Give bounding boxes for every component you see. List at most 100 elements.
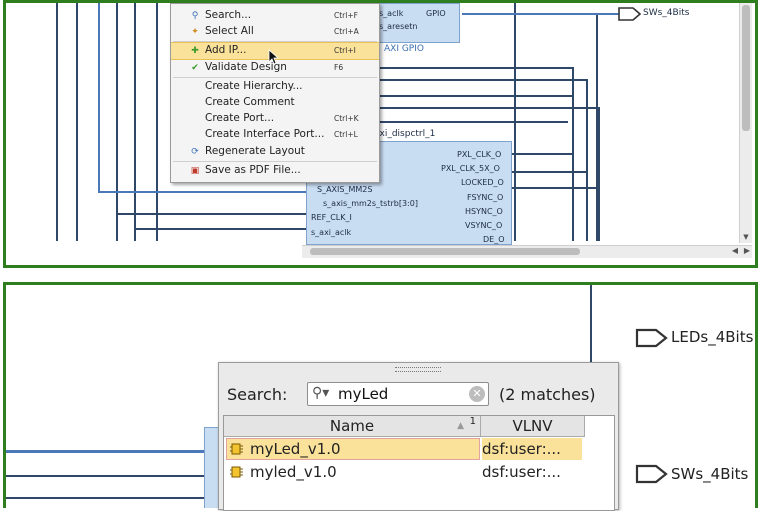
ip-name: myled_v1.0: [250, 463, 337, 481]
match-count: (2 matches): [499, 385, 596, 404]
wire: [116, 213, 306, 215]
wire: [572, 67, 574, 241]
menu-item-create-hierarchy[interactable]: Create Hierarchy...: [205, 80, 303, 92]
wire: [596, 15, 598, 241]
port-sws-label-bottom: SWs_4Bits: [671, 465, 749, 483]
wire: [378, 67, 574, 69]
column-header-name[interactable]: Name ▲ 1: [224, 416, 481, 437]
wire: [378, 79, 588, 81]
pin-hsync: HSYNC_O: [465, 207, 503, 216]
search-field[interactable]: ⚲▾ ✕: [307, 382, 489, 406]
ip-core-icon: [230, 466, 243, 478]
pin-tstrb: s_axis_mm2s_tstrb[3:0]: [323, 199, 418, 208]
search-icon: ⚲: [191, 11, 199, 21]
search-input[interactable]: [338, 384, 468, 404]
column-header-vlnv[interactable]: VLNV: [481, 416, 585, 437]
port-leds-label: LEDs_4Bits: [671, 328, 754, 346]
wire: [6, 497, 204, 499]
wire: [98, 3, 100, 193]
block-design-canvas-top[interactable]: s_aclk s_aresetn GPIO AXI GPIO SWs_4Bits…: [3, 0, 758, 268]
menu-separator: [173, 77, 377, 78]
table-row[interactable]: myLed_v1.0 dsf:user:...: [224, 438, 614, 460]
wire: [510, 153, 572, 155]
port-arrow-icon[interactable]: [618, 6, 642, 22]
wire: [134, 3, 136, 241]
menu-item-search[interactable]: ⚲ Search... Ctrl+F: [191, 9, 358, 21]
scrollbar-thumb[interactable]: [742, 5, 750, 131]
search-icon[interactable]: ⚲▾: [312, 385, 330, 401]
horizontal-scrollbar[interactable]: ◀ ▶: [302, 245, 752, 258]
search-label: Search:: [227, 385, 288, 404]
context-menu: ⚲ Search... Ctrl+F ✦ Select All Ctrl+A ✚…: [170, 3, 380, 183]
ip-vlnv: dsf:user:...: [482, 463, 561, 481]
clear-icon[interactable]: ✕: [469, 386, 485, 402]
wire: [586, 79, 588, 241]
wire: [98, 191, 308, 193]
menu-separator: [173, 161, 377, 162]
scroll-down-icon[interactable]: ▼: [743, 233, 749, 241]
select-all-icon: ✦: [191, 27, 199, 37]
dispctrl-name: axi_dispctrl_1: [374, 129, 436, 139]
wire: [378, 95, 574, 97]
wire: [510, 187, 598, 189]
wire: [6, 450, 204, 453]
pin-pxl-clk: PXL_CLK_O: [457, 150, 502, 159]
menu-separator: [173, 41, 377, 42]
pin-fsync: FSYNC_O: [467, 193, 504, 202]
axi-gpio-block[interactable]: s_aclk s_aresetn GPIO: [372, 3, 460, 43]
sort-order-badge: 1: [469, 416, 476, 427]
drag-handle[interactable]: [395, 367, 441, 372]
scrollbar-thumb[interactable]: [310, 248, 580, 255]
pin-pxl-clk-5x: PXL_CLK_5X_O: [441, 164, 500, 173]
mouse-cursor-icon: [268, 49, 280, 65]
pin-ref-clk: REF_CLK_I: [311, 213, 352, 222]
menu-item-validate-design[interactable]: ✔ Validate Design F6: [191, 61, 344, 73]
pin-gpio: GPIO: [426, 9, 446, 18]
wire: [598, 107, 600, 241]
ip-vlnv: dsf:user:...: [482, 440, 561, 458]
wire: [462, 13, 622, 15]
validate-icon: ✔: [191, 63, 199, 73]
wire: [134, 228, 306, 230]
wire: [590, 285, 592, 365]
port-sws-label: SWs_4Bits: [643, 8, 690, 18]
pin-s-aclk: s_aclk: [379, 9, 404, 18]
menu-item-create-comment[interactable]: Create Comment: [205, 96, 295, 108]
menu-item-add-ip[interactable]: ✚ Add IP... Ctrl+I: [171, 42, 379, 60]
selection-highlight: [226, 438, 480, 460]
pin-locked: LOCKED_O: [461, 178, 504, 187]
regenerate-icon: ⟳: [191, 147, 199, 157]
wire: [56, 3, 58, 241]
menu-item-regenerate-layout[interactable]: ⟳ Regenerate Layout: [191, 145, 305, 157]
pin-s-axi-aclk: s_axi_aclk: [311, 228, 352, 237]
pin-s-aresetn: s_aresetn: [379, 22, 418, 31]
sort-ascending-icon[interactable]: ▲: [457, 421, 464, 431]
port-arrow-icon[interactable]: [635, 463, 669, 485]
wire: [6, 475, 204, 477]
menu-item-create-port[interactable]: Create Port... Ctrl+K: [205, 112, 359, 124]
menu-item-select-all[interactable]: ✦ Select All Ctrl+A: [191, 25, 359, 37]
ip-name: myLed_v1.0: [250, 440, 341, 458]
menu-item-create-interface-port[interactable]: Create Interface Port... Ctrl+L: [205, 128, 358, 140]
vertical-scrollbar[interactable]: ▼: [739, 3, 752, 243]
pin-vsync: VSYNC_O: [465, 221, 503, 230]
scroll-right-icon[interactable]: ▶: [743, 246, 750, 255]
menu-item-save-pdf[interactable]: ▣ Save as PDF File...: [190, 164, 301, 176]
pin-s-axis-mm2s: S_AXIS_MM2S: [317, 185, 373, 194]
wire: [76, 3, 78, 241]
scroll-left-icon[interactable]: ◀: [731, 246, 738, 255]
ip-results-table: Name ▲ 1 VLNV myLed_v1.0 dsf:user:... my…: [223, 415, 615, 511]
table-row[interactable]: myled_v1.0 dsf:user:...: [224, 461, 614, 483]
wire: [116, 3, 118, 241]
add-ip-search-popup: Search: ⚲▾ ✕ (2 matches) Name ▲ 1 VLNV m…: [218, 362, 619, 511]
pin-de: DE_O: [483, 235, 505, 244]
axi-dispctrl-block[interactable]: S_AXIS_MM2S s_axis_mm2s_tstrb[3:0] REF_C…: [306, 141, 512, 245]
ip-core-icon: [230, 443, 243, 455]
wire: [510, 171, 586, 173]
port-arrow-icon[interactable]: [635, 327, 669, 349]
wire: [514, 3, 516, 241]
axi-gpio-label: AXI GPIO: [384, 44, 424, 54]
pdf-icon: ▣: [190, 166, 200, 176]
add-ip-icon: ✚: [191, 46, 199, 56]
wire: [378, 107, 600, 109]
